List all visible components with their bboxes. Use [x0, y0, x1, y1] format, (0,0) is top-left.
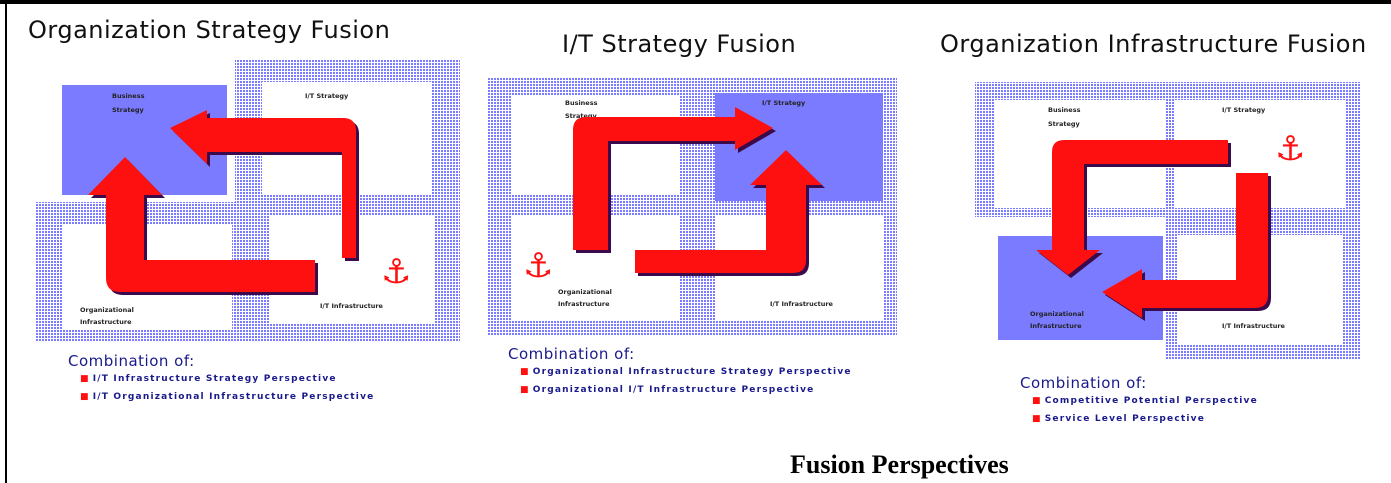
svg-text:Organizational: Organizational	[1030, 310, 1084, 318]
panel-3-diagram: Business Strategy I/T Strategy Organizat…	[975, 82, 1360, 360]
svg-text:Strategy: Strategy	[1048, 120, 1081, 128]
combination-heading: Combination of:	[508, 345, 635, 363]
top-border	[0, 0, 1391, 4]
panel-2-title: I/T Strategy Fusion	[562, 30, 797, 58]
arrow-business-to-it-strategy	[573, 107, 776, 253]
combination-item: ■I/T Infrastructure Strategy Perspective	[80, 374, 337, 384]
svg-text:Infrastructure: Infrastructure	[1030, 322, 1082, 330]
combination-item: ■Service Level Perspective	[1032, 414, 1206, 424]
svg-text:Infrastructure: Infrastructure	[558, 300, 610, 308]
main-title: Fusion Perspectives	[790, 450, 1009, 479]
anchor-icon: ⚓	[523, 246, 553, 286]
panel-2-combination: Combination of: ■Organizational Infrastr…	[508, 345, 852, 399]
combination-item: ■Organizational Infrastructure Strategy …	[520, 367, 852, 377]
combination-heading: Combination of:	[68, 352, 195, 370]
arrow-business-to-org-infra	[1036, 140, 1231, 278]
combination-heading: Combination of:	[1020, 374, 1147, 392]
arrow-it-to-business	[170, 110, 359, 261]
svg-text:Organizational: Organizational	[80, 306, 134, 314]
svg-text:I/T Infrastructure: I/T Infrastructure	[320, 302, 384, 310]
panel-1-title: Organization Strategy Fusion	[28, 16, 391, 44]
svg-text:Strategy: Strategy	[565, 112, 598, 120]
svg-text:Strategy: Strategy	[112, 106, 145, 114]
svg-text:I/T Infrastructure: I/T Infrastructure	[1222, 322, 1286, 330]
panel-2-diagram: Business Strategy I/T Strategy Organizat…	[487, 77, 897, 335]
combination-item: ■I/T Organizational Infrastructure Persp…	[80, 392, 375, 402]
svg-text:I/T Infrastructure: I/T Infrastructure	[770, 300, 834, 308]
svg-text:I/T Strategy: I/T Strategy	[1222, 106, 1266, 114]
panel-1-combination: Combination of: ■I/T Infrastructure Stra…	[68, 352, 374, 406]
svg-text:Organizational: Organizational	[558, 288, 612, 296]
combination-item: ■Competitive Potential Perspective	[1032, 396, 1258, 406]
left-border	[5, 0, 7, 483]
svg-text:Business: Business	[112, 92, 145, 100]
svg-text:I/T Strategy: I/T Strategy	[762, 99, 806, 107]
anchor-icon: ⚓	[1275, 129, 1305, 169]
svg-text:Business: Business	[565, 99, 598, 107]
anchor-icon: ⚓	[381, 252, 411, 292]
svg-text:Infrastructure: Infrastructure	[80, 318, 132, 326]
panel-1-diagram: Business Strategy I/T Strategy Organizat…	[35, 60, 460, 342]
panel-3-title: Organization Infrastructure Fusion	[940, 30, 1367, 58]
combination-item: ■Organizational I/T Infrastructure Persp…	[520, 385, 815, 395]
panel-3-combination: Combination of: ■Competitive Potential P…	[1020, 374, 1258, 428]
arrow-bottom-to-business	[88, 157, 318, 295]
arrow-it-to-org-infra	[1102, 173, 1271, 321]
svg-text:I/T Strategy: I/T Strategy	[305, 92, 349, 100]
svg-text:Business: Business	[1048, 106, 1081, 114]
arrow-infra-to-it-strategy	[635, 150, 825, 276]
